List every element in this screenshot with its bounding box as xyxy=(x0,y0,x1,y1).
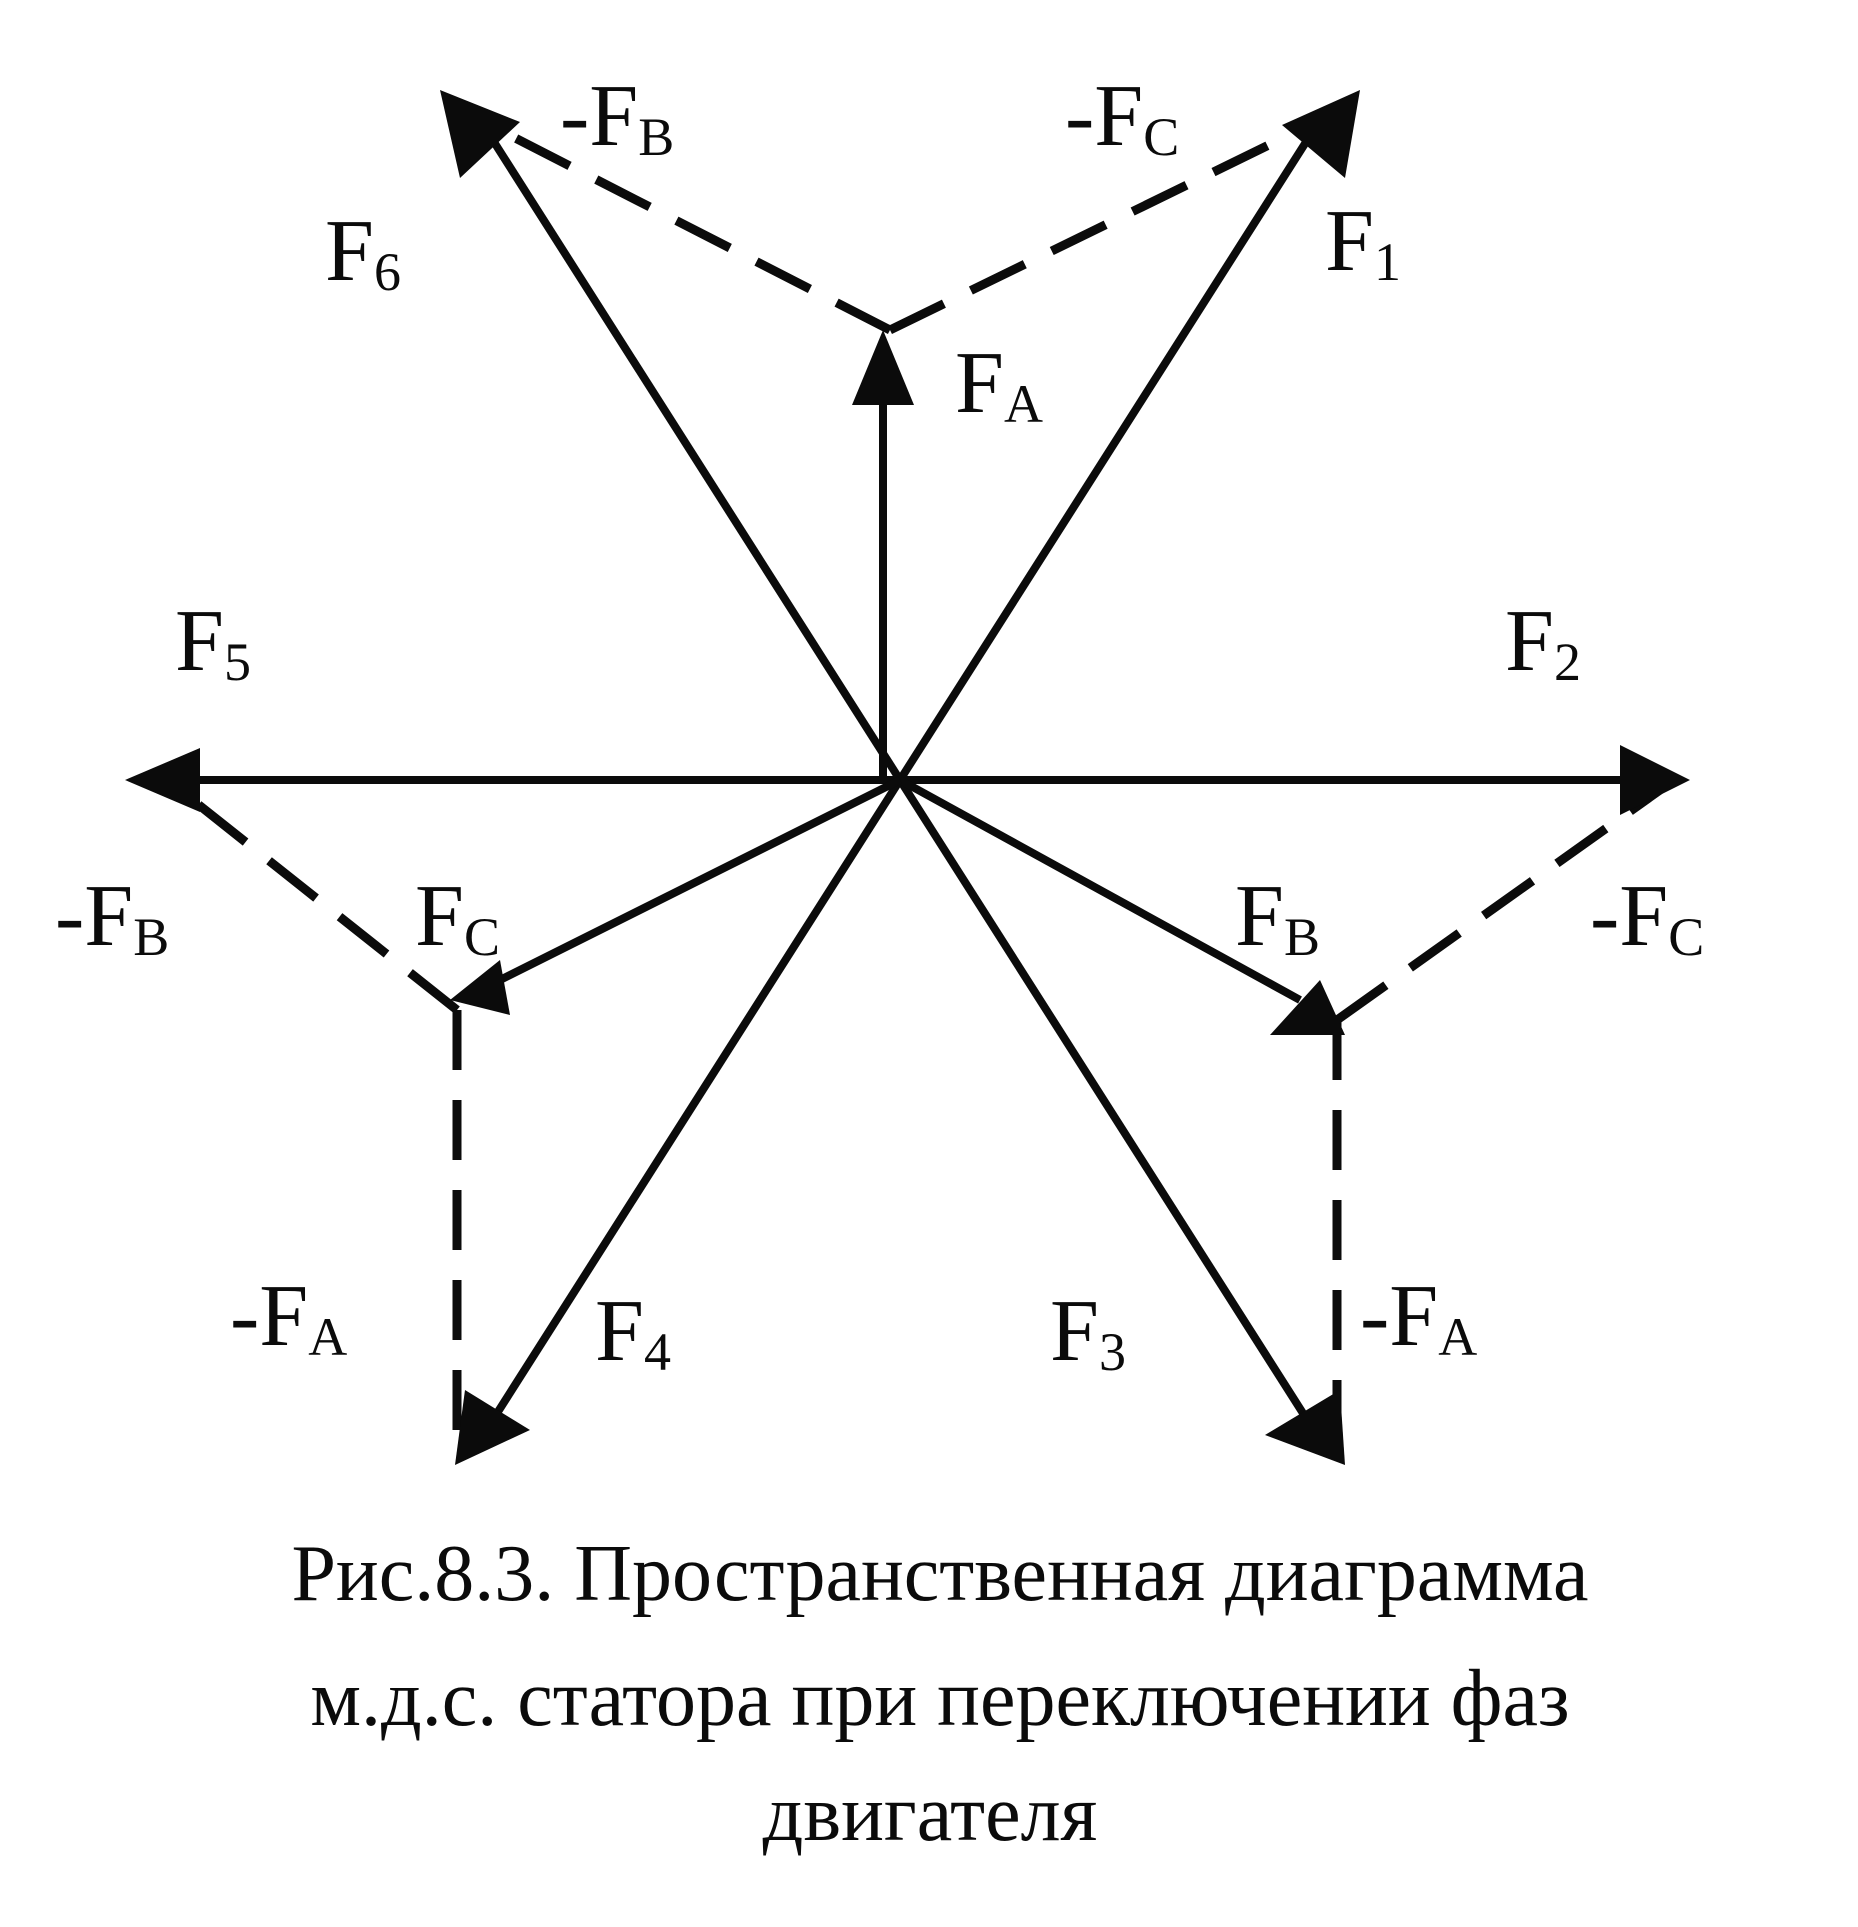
label-fb: FB xyxy=(1235,868,1320,967)
dash-neg-fc-right xyxy=(1334,786,1663,1024)
caption-line-2: м.д.с. статора при переключении фаз xyxy=(310,1655,1569,1743)
label-f5: F5 xyxy=(175,593,251,692)
label-f3: F3 xyxy=(1050,1283,1126,1382)
dash-neg-fc-top xyxy=(888,115,1322,335)
label-neg-fa-left: -FA xyxy=(230,1268,347,1367)
label-f1: F1 xyxy=(1325,193,1401,292)
vector-f3 xyxy=(896,777,1324,1443)
vector-fc xyxy=(488,776,902,989)
dash-neg-fb-left xyxy=(177,786,460,1014)
vector-f4 xyxy=(476,777,904,1443)
arrowhead-f2 xyxy=(1620,745,1690,815)
arrowheads xyxy=(125,90,1690,1465)
vector-labels: F6 -FB -FC F1 FA F5 F2 -FB FC FB -FC -FA… xyxy=(55,68,1704,1382)
label-f2: F2 xyxy=(1505,593,1581,692)
label-f4: F4 xyxy=(595,1283,671,1382)
arrowhead-fa xyxy=(852,330,914,405)
vector-fb xyxy=(898,776,1302,1004)
arrowhead-f4 xyxy=(455,1390,530,1465)
arrowhead-f6 xyxy=(440,90,520,178)
arrowhead-fb xyxy=(1270,980,1345,1035)
dash-neg-fb-top xyxy=(477,115,893,335)
label-neg-fc-right: -FC xyxy=(1590,868,1704,967)
figure-caption: Рис.8.3. Пространственная диаграмма м.д.… xyxy=(291,1530,1588,1858)
label-neg-fb-left: -FB xyxy=(55,868,169,967)
resultant-vectors xyxy=(180,117,1660,1443)
label-neg-fc-top: -FC xyxy=(1065,68,1179,167)
dashed-components xyxy=(177,115,1663,1440)
arrowhead-f5 xyxy=(125,748,200,812)
arrowhead-f3 xyxy=(1265,1390,1345,1465)
label-neg-fb-top: -FB xyxy=(560,68,674,167)
label-fc: FC xyxy=(415,868,500,967)
caption-line-1: Рис.8.3. Пространственная диаграмма xyxy=(291,1530,1588,1618)
arrowhead-f1 xyxy=(1282,90,1360,178)
label-fa: FA xyxy=(955,335,1043,434)
phase-vectors xyxy=(488,372,1302,1004)
label-f6: F6 xyxy=(325,203,401,302)
vector-f6 xyxy=(476,117,904,783)
label-neg-fa-right: -FA xyxy=(1360,1268,1477,1367)
caption-line-3: двигателя xyxy=(763,1770,1098,1858)
arrowhead-fc xyxy=(450,960,510,1015)
vector-f1 xyxy=(896,117,1324,783)
